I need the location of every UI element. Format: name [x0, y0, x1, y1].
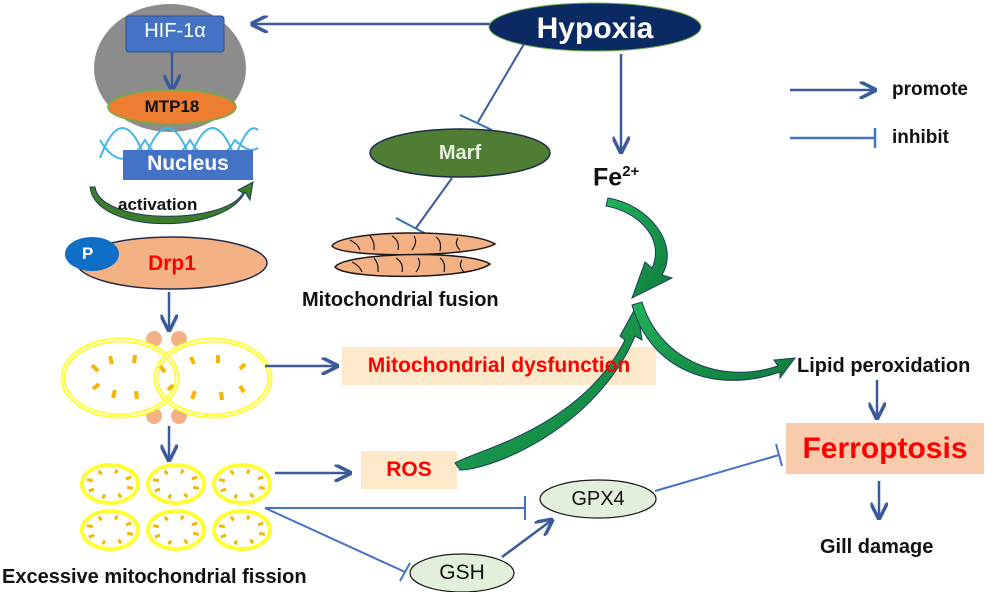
legend-promote-label: promote [892, 79, 968, 100]
mitochondrion-fragment [80, 509, 140, 551]
ros-box [361, 451, 457, 489]
mtp18-label: MTP18 [144, 97, 200, 116]
mitochondrion-fragment [80, 463, 140, 505]
marf-node [369, 128, 551, 178]
fe-label: Fe2+ [593, 163, 639, 192]
nucleus-box [123, 150, 253, 180]
arrow-gsh-gpx4 [501, 520, 552, 559]
inhibit-fission-gsh [264, 507, 406, 573]
marf-label: Marf [438, 142, 482, 164]
gpx4-node [539, 479, 657, 519]
legend-inhibit-label: inhibit [892, 127, 949, 148]
fused-mitochondria-icon [331, 232, 497, 278]
nucleus-label: Nucleus [147, 152, 229, 175]
hypoxia-label: Hypoxia [536, 12, 654, 45]
lipid-peroxidation-label: Lipid peroxidation [797, 355, 971, 377]
mitochondrion-fragment [212, 509, 272, 551]
mtp18-node [107, 89, 237, 125]
inhibit-hypoxia-marf [477, 43, 525, 123]
excessive-fission-label: Excessive mitochondrial fission [2, 566, 307, 588]
mitochondrion-fragment [146, 509, 206, 551]
gpx4-label: GPX4 [571, 488, 625, 510]
fragmented-mitochondria-icon [80, 463, 272, 551]
mito-dysfunction-label: Mitochondrial dysfunction [367, 354, 631, 377]
inhibit-bar-marf [459, 114, 493, 131]
mitochondrion-fragment [146, 463, 206, 505]
ferroptosis-label: Ferroptosis [802, 432, 968, 465]
inhibit-bar-gsh [399, 562, 411, 582]
drp1-label: Drp1 [148, 252, 196, 275]
ros-label: ROS [386, 458, 432, 481]
fe-base: Fe [593, 163, 623, 192]
gill-damage-label: Gill damage [820, 536, 934, 558]
ferroptosis-box [786, 423, 984, 474]
gsh-node [409, 553, 515, 592]
inhibit-bar-ferroptosis [775, 443, 783, 467]
dividing-mitochondrion-icon [60, 331, 273, 424]
phospho-label: P [82, 244, 94, 263]
hif1a-label: HIF-1α [144, 20, 206, 42]
mito-fusion-label: Mitochondrial fusion [302, 289, 499, 311]
green-arrow-lipid [631, 301, 797, 381]
green-arrow-fe [605, 197, 674, 300]
phospho-node [65, 237, 119, 271]
activation-arrow [89, 181, 254, 225]
inhibit-gpx4-ferroptosis [654, 454, 780, 492]
inhibit-marf-fusion [415, 177, 453, 229]
hif1a-box [125, 15, 225, 53]
hypoxia-node [488, 2, 702, 52]
gsh-label: GSH [439, 561, 485, 584]
fe-charge: 2+ [622, 163, 640, 180]
activation-label: activation [118, 195, 198, 214]
mitochondrion-fragment [212, 463, 272, 505]
green-arrow-ros [454, 303, 643, 471]
